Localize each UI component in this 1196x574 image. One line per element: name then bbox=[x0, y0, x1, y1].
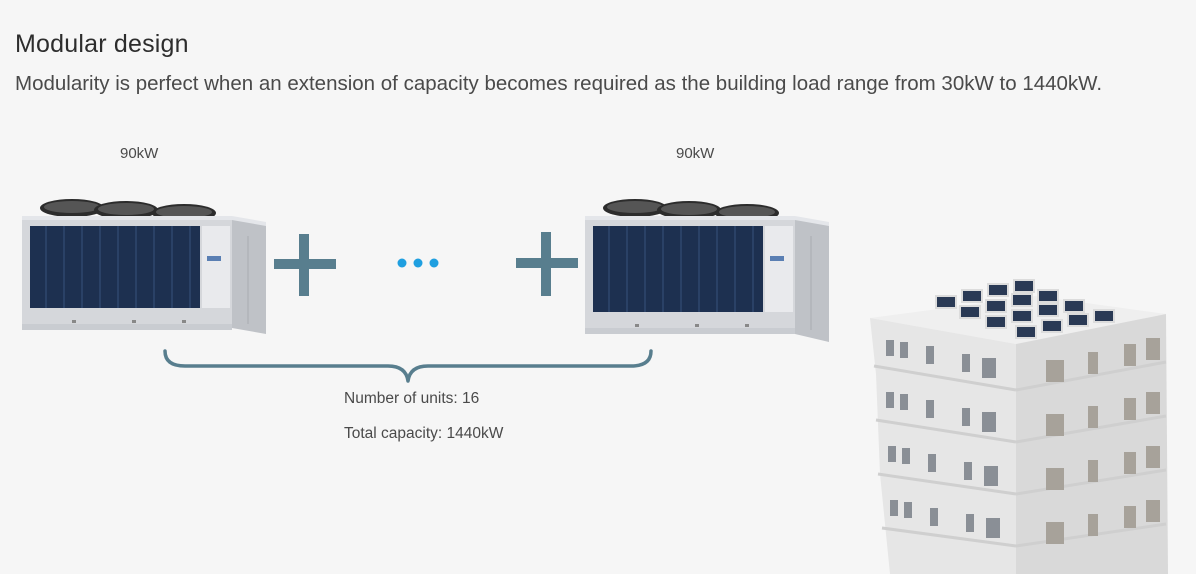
unit-left-capacity: 90kW bbox=[120, 145, 159, 162]
plus-icon bbox=[516, 232, 578, 296]
ellipsis-icon bbox=[397, 258, 439, 268]
unit-right-capacity: 90kW bbox=[676, 145, 715, 162]
chiller-unit-left bbox=[22, 196, 270, 336]
total-capacity-label: Total capacity: 1440kW bbox=[344, 425, 504, 442]
units-count-label: Number of units: 16 bbox=[344, 390, 480, 407]
section-description: Modularity is perfect when an extension … bbox=[15, 72, 1103, 95]
curly-brace bbox=[163, 349, 653, 383]
chiller-unit-right bbox=[585, 196, 833, 346]
building-image bbox=[866, 274, 1196, 574]
plus-icon bbox=[274, 234, 336, 296]
section-title: Modular design bbox=[15, 30, 189, 58]
